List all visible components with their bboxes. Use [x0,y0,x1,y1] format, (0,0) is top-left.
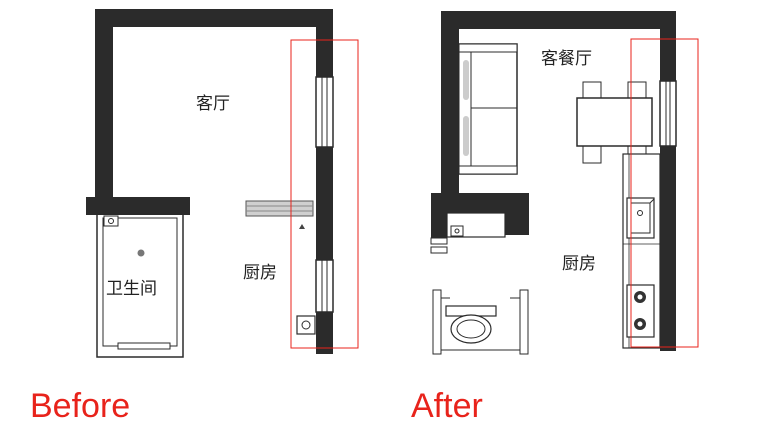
before-wall-middle [86,197,190,215]
before-wall-right-middle [316,147,333,260]
after-wall-right-bottom [660,146,676,351]
before-highlight-box [290,39,359,349]
after-wall-middle [431,193,529,213]
before-wall-top [95,9,333,27]
before-label-kitchen: 厨房 [243,263,277,283]
before-wall-right-bottom [316,312,333,354]
floor-drain-icon [137,249,145,257]
after-label-living-dining: 客餐厅 [541,49,592,69]
before-window-upper [315,76,334,148]
before-sink [296,315,316,335]
before-bathroom [96,213,184,358]
before-kitchen-counter [245,200,314,229]
after-wall-top [441,11,676,29]
before-window-lower [315,259,334,313]
before-plan: 客厅 卫生间 厨房 [86,9,359,358]
after-wall-middle-stub [505,193,529,235]
after-highlight-box [630,38,699,348]
sofa [458,43,518,175]
before-wall-right-top [316,9,333,77]
dining-table [576,81,653,164]
before-caption: Before [30,387,131,425]
after-bathroom [430,212,529,355]
after-wall-left [441,11,459,211]
after-label-kitchen: 厨房 [562,254,596,274]
after-plan: 客餐厅 厨房 [430,11,699,355]
after-window [659,80,677,147]
after-wall-stub-left [431,213,447,241]
before-label-bathroom: 卫生间 [106,279,157,299]
after-caption: After [411,387,483,425]
before-label-living: 客厅 [196,94,230,114]
before-wall-left [95,9,113,209]
after-wall-right-top [660,11,676,81]
